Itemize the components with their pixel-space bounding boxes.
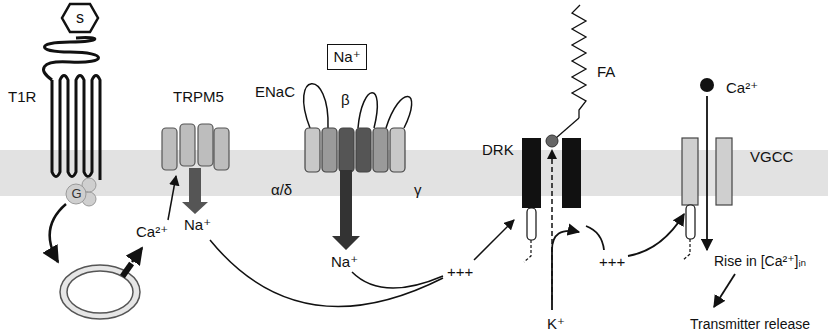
trpm5-channel [198, 124, 213, 166]
activation-arrow [474, 220, 514, 260]
calcium-arrow [132, 248, 142, 262]
release-arrow [714, 274, 735, 307]
g-protein [66, 178, 96, 206]
label: +++ [447, 264, 473, 281]
enac-channel [305, 128, 320, 172]
sodium-flux-arrow [182, 168, 208, 214]
g-protein-node: G [65, 183, 88, 206]
fatty-acid [556, 118, 579, 138]
drk-channel [546, 135, 558, 147]
calcium-store [120, 262, 134, 279]
calcium-store [60, 262, 140, 319]
node-text: s [76, 9, 84, 27]
label: VGCC [750, 149, 793, 166]
label: Na⁺ [184, 217, 211, 234]
label-text: TRPM5 [173, 88, 224, 105]
enac-loops [304, 84, 412, 128]
t1r-receptor [44, 38, 99, 80]
signal-arrow [50, 204, 66, 262]
enac-loops [358, 93, 377, 128]
label-text: K⁺ [547, 315, 565, 332]
vgcc-channel [716, 138, 732, 205]
node-text: Na⁺ [333, 49, 360, 66]
t1r-receptor [44, 38, 100, 180]
label: Rise in [Ca²⁺]ᵢₙ [714, 254, 806, 269]
depolarisation-line [352, 272, 443, 288]
enac-channel [339, 128, 354, 172]
vgcc-channel [683, 239, 690, 260]
trpm5-channel [162, 128, 177, 170]
label: Transmitter release [690, 317, 810, 332]
label-text: +++ [599, 253, 625, 270]
enac-channel [373, 128, 388, 172]
label: γ [414, 182, 422, 199]
label-text: ENaC [255, 83, 295, 100]
label-text: Na⁺ [184, 216, 211, 233]
depolarisation-line [210, 240, 443, 306]
enac-loops [304, 84, 328, 128]
label-text: VGCC [750, 148, 793, 165]
activation-arrow [628, 214, 684, 256]
label: Na⁺ [331, 254, 358, 271]
label: T1R [8, 89, 36, 106]
label-text: FA [597, 63, 615, 80]
label-text: α/δ [271, 181, 292, 198]
drk-channel [527, 208, 536, 240]
potassium-flux [552, 231, 579, 310]
trpm5-channel [180, 124, 195, 166]
vgcc-channel [686, 205, 695, 239]
vgcc-channel [682, 138, 698, 205]
label: Ca²⁺ [136, 224, 168, 241]
enac-channel [322, 128, 337, 172]
drk-channel [522, 138, 541, 208]
node-text: G [71, 187, 81, 201]
label: β [341, 92, 350, 109]
calcium-arrow [168, 176, 176, 220]
fatty-acid [572, 5, 586, 118]
enac-loops [386, 96, 412, 128]
label-text: γ [414, 181, 422, 198]
label: TRPM5 [173, 89, 224, 106]
label-text: Ca²⁺ [136, 223, 168, 240]
label-text: Transmitter release [690, 316, 810, 332]
enac-channel [390, 128, 405, 172]
depolarisation-arrow [586, 226, 604, 250]
label-text: DRK [482, 141, 514, 158]
calcium-store [67, 271, 133, 313]
label-text: Na⁺ [331, 253, 358, 270]
label-text: Rise in [Ca²⁺]ᵢₙ [714, 253, 806, 269]
label-text: +++ [447, 263, 473, 280]
hexagon-outline [62, 4, 98, 32]
enac-channel [305, 128, 405, 172]
label-text: β [341, 91, 350, 108]
stimulus-hexagon: s [60, 2, 100, 34]
sodium-flux-arrow [332, 170, 360, 250]
drk-channel [562, 138, 581, 208]
label: K⁺ [547, 316, 565, 333]
trpm5-channel [162, 124, 229, 170]
enac-channel [356, 128, 371, 172]
trpm5-channel [214, 128, 229, 170]
label: Ca²⁺ [726, 80, 758, 97]
drk-channel [524, 240, 531, 262]
g-protein [66, 184, 86, 204]
t1r-receptor [52, 76, 100, 181]
calcium-flux [706, 96, 708, 250]
calcium-ion [700, 78, 714, 92]
label: α/δ [271, 182, 292, 199]
label-text: T1R [8, 88, 36, 105]
label: FA [597, 64, 615, 81]
label-text: Ca²⁺ [726, 79, 758, 96]
ion-box: Na⁺ [327, 44, 367, 70]
label: +++ [599, 254, 625, 271]
label: ENaC [255, 84, 295, 101]
label: DRK [482, 142, 514, 159]
